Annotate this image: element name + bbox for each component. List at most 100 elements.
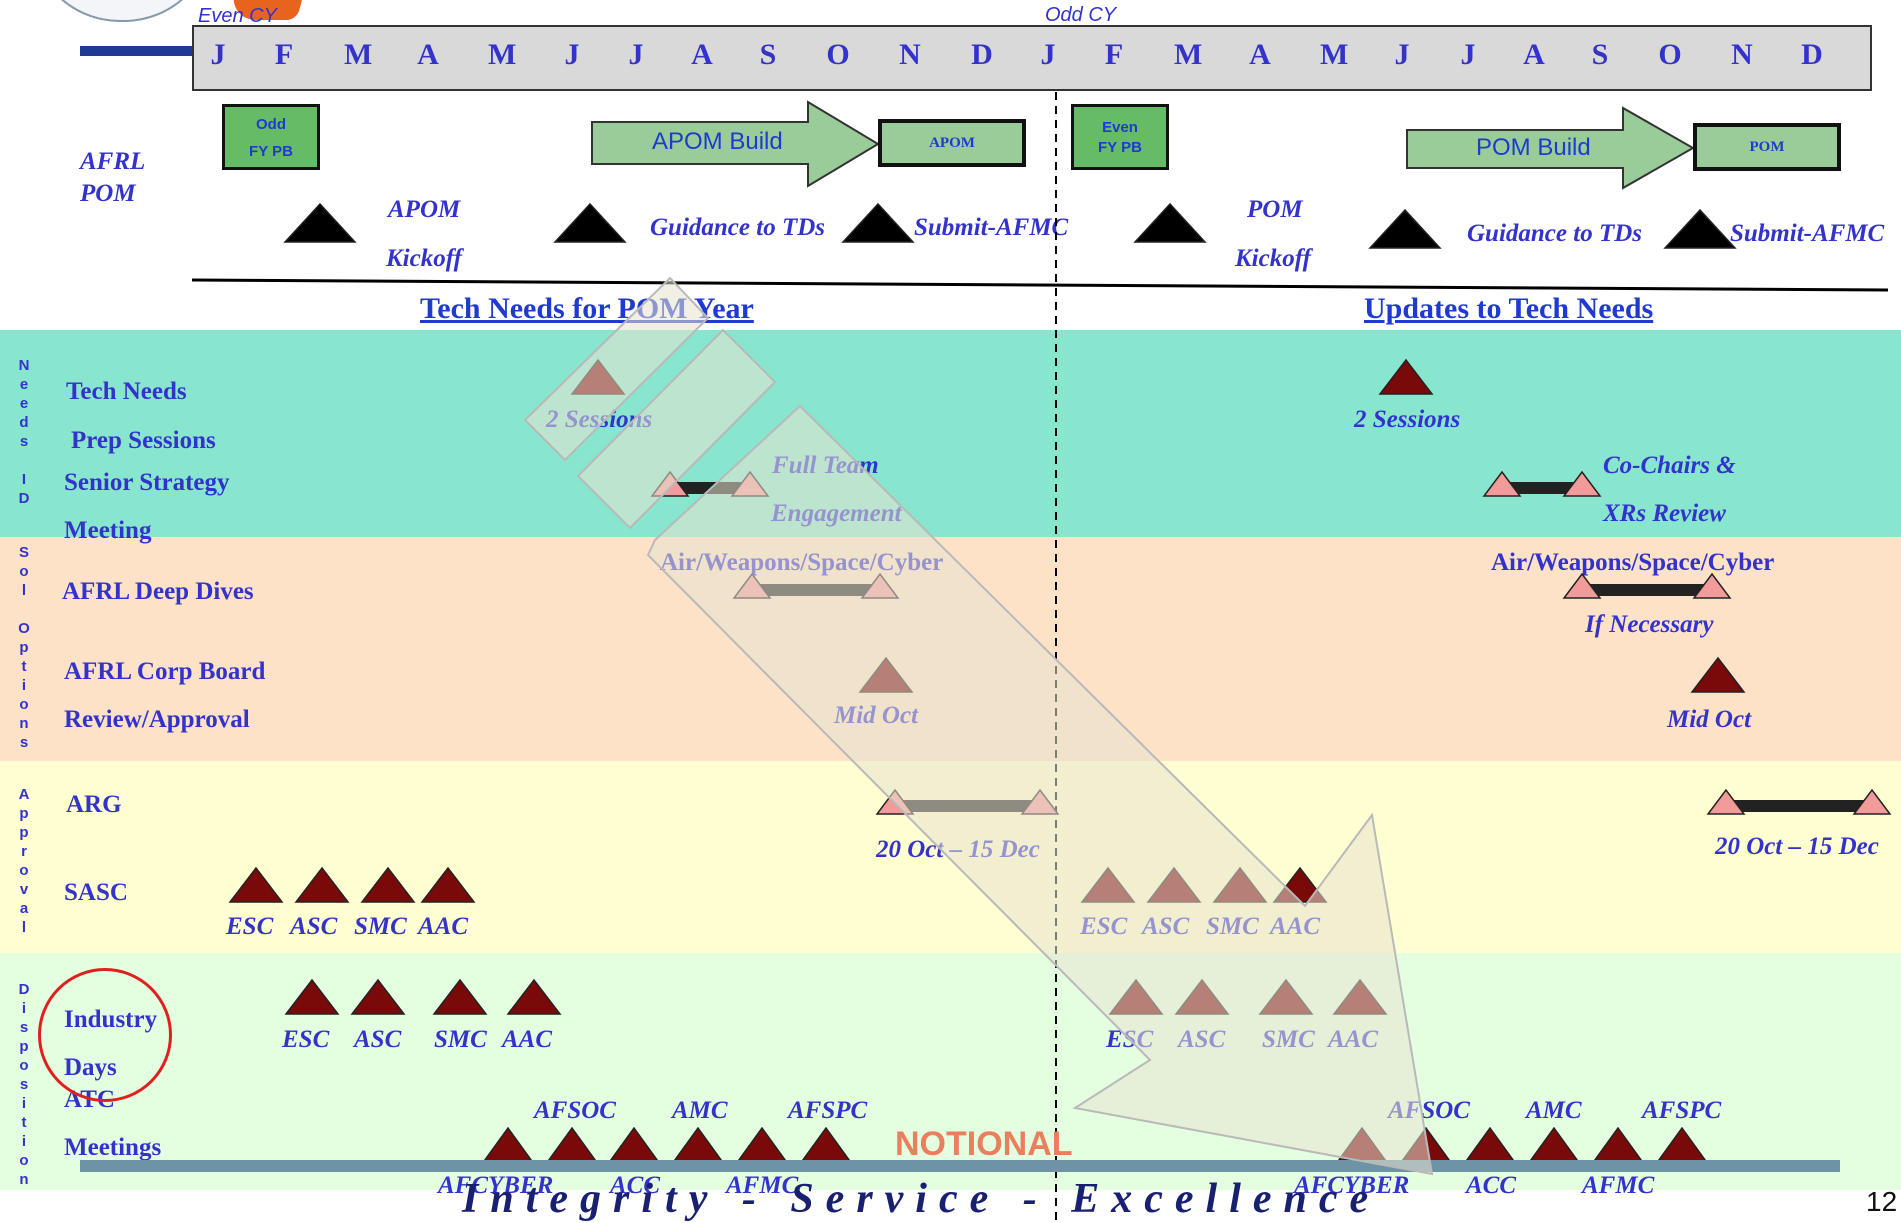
month-label: A bbox=[691, 38, 713, 71]
odd-fy-pb-box: Odd FY PB bbox=[222, 104, 320, 170]
row-senior-strategy: Senior Strategy bbox=[64, 469, 230, 496]
guidance-to-tds-left: Guidance to TDs bbox=[650, 214, 825, 241]
industry-days-triangle bbox=[506, 978, 562, 1015]
sasc-center-label: ASC bbox=[290, 913, 338, 940]
industry-center-label: SMC bbox=[434, 1026, 487, 1053]
industry-days-triangle bbox=[432, 978, 488, 1015]
month-label: D bbox=[971, 38, 993, 71]
industry-days-triangle bbox=[1258, 978, 1314, 1015]
atc-meeting-triangle bbox=[1654, 1126, 1710, 1165]
arg-bar bbox=[1726, 800, 1872, 812]
month-label: M bbox=[1174, 38, 1203, 71]
industry-days-triangle bbox=[284, 978, 340, 1015]
apom-build-label: APOM Build bbox=[652, 128, 783, 155]
month-label: J bbox=[210, 38, 226, 71]
month-label: M bbox=[488, 38, 517, 71]
tech-needs-triangle bbox=[570, 358, 626, 395]
industry-center-label: ASC bbox=[1178, 1026, 1226, 1053]
approval-side-label: A p p r o v a l bbox=[18, 786, 30, 936]
atc-meeting-triangle bbox=[1398, 1126, 1454, 1165]
pom-build-label: POM Build bbox=[1476, 134, 1591, 161]
atc-command-label: AFSPC bbox=[788, 1097, 868, 1124]
pom-box: POM bbox=[1693, 123, 1841, 171]
atc-command-label: AFSOC bbox=[534, 1097, 616, 1124]
month-label: N bbox=[1731, 38, 1753, 71]
milestone-triangle bbox=[1663, 208, 1737, 249]
month-label: M bbox=[1320, 38, 1349, 71]
deep-dives-start bbox=[1562, 572, 1602, 599]
sasc-triangle bbox=[420, 866, 476, 903]
mid-oct-right-note: Mid Oct bbox=[1667, 706, 1752, 733]
if-necessary-note: If Necessary bbox=[1585, 611, 1714, 638]
arg-start bbox=[1706, 788, 1746, 815]
pom-label: POM bbox=[80, 180, 136, 207]
industry-center-label: AAC bbox=[502, 1026, 553, 1053]
milestone-triangle bbox=[283, 202, 357, 243]
sasc-center-label: AAC bbox=[418, 913, 469, 940]
atc-command-label: AFSOC bbox=[1388, 1097, 1470, 1124]
industry-center-label: ASC bbox=[354, 1026, 402, 1053]
header-accent-bar bbox=[80, 46, 192, 56]
atc-meeting-triangle bbox=[670, 1126, 726, 1165]
month-label: J bbox=[564, 38, 580, 71]
arg-bar bbox=[895, 800, 1040, 812]
atc-meeting-triangle bbox=[1334, 1126, 1390, 1165]
updates-tech-needs-heading: Updates to Tech Needs bbox=[1364, 292, 1654, 325]
atc-command-label: ACC bbox=[1466, 1172, 1517, 1199]
atc-command-label: AFCYBER bbox=[438, 1172, 554, 1199]
atc-command-label: AFMC bbox=[1582, 1172, 1655, 1199]
sasc-triangle bbox=[1272, 866, 1328, 903]
even-label: Even bbox=[1102, 119, 1138, 136]
apom-box-label: APOM bbox=[929, 135, 975, 151]
row-prep-sessions: Prep Sessions bbox=[71, 427, 216, 454]
atc-meeting-triangle bbox=[1526, 1126, 1582, 1165]
month-label: N bbox=[899, 38, 921, 71]
sasc-center-label: SMC bbox=[1206, 913, 1259, 940]
atc-meeting-triangle bbox=[480, 1126, 536, 1165]
odd-label: Odd bbox=[256, 116, 286, 133]
row-meeting: Meeting bbox=[64, 517, 152, 544]
atc-meeting-triangle bbox=[1590, 1126, 1646, 1165]
sasc-center-label: ESC bbox=[1080, 913, 1128, 940]
deep-dives-end bbox=[1692, 572, 1732, 599]
deep-dives-bar bbox=[1582, 584, 1712, 596]
xrs-review-note: XRs Review bbox=[1603, 500, 1726, 527]
milestone-triangle bbox=[841, 202, 915, 243]
month-label: F bbox=[274, 38, 294, 71]
month-label: O bbox=[826, 38, 850, 71]
pom-build-arrow bbox=[1406, 106, 1695, 190]
atc-command-label: AFCYBER bbox=[1294, 1172, 1410, 1199]
milestone-triangle bbox=[553, 202, 627, 243]
row-tech-needs: Tech Needs bbox=[66, 378, 187, 405]
industry-days-highlight-circle bbox=[38, 968, 172, 1102]
atc-meeting-triangle bbox=[734, 1126, 790, 1165]
milestone-triangle bbox=[1368, 208, 1442, 249]
sasc-triangle bbox=[294, 866, 350, 903]
submit-afmc-left: Submit-AFMC bbox=[914, 214, 1069, 241]
industry-days-triangle bbox=[350, 978, 406, 1015]
co-chairs-note: Co-Chairs & bbox=[1603, 452, 1736, 479]
apom-kickoff-line1: APOM bbox=[388, 196, 461, 223]
industry-center-label: ESC bbox=[282, 1026, 330, 1053]
even-fy-pb-label: FY PB bbox=[1098, 139, 1142, 156]
sasc-triangle bbox=[1080, 866, 1136, 903]
arg-end bbox=[1852, 788, 1892, 815]
row-deep-dives: AFRL Deep Dives bbox=[62, 578, 254, 605]
sasc-triangle bbox=[228, 866, 284, 903]
bottom-bar bbox=[80, 1160, 1840, 1172]
atc-command-label: AFMC bbox=[726, 1172, 799, 1199]
industry-center-label: SMC bbox=[1262, 1026, 1315, 1053]
odd-fy-pb-label: FY PB bbox=[249, 143, 293, 160]
atc-meeting-triangle bbox=[544, 1126, 600, 1165]
pom-box-label: POM bbox=[1749, 139, 1785, 155]
atc-command-label: AMC bbox=[1526, 1097, 1582, 1124]
senior-strategy-end bbox=[1562, 470, 1602, 497]
month-label: A bbox=[1249, 38, 1271, 71]
atc-meeting-triangle bbox=[606, 1126, 662, 1165]
row-meetings: Meetings bbox=[64, 1134, 162, 1161]
sasc-center-label: SMC bbox=[354, 913, 407, 940]
sol-options-side-label: S o l O p t i o n s bbox=[18, 544, 30, 751]
even-cy-label: Even CY bbox=[198, 5, 277, 27]
corp-board-triangle bbox=[858, 656, 914, 693]
senior-strategy-start bbox=[1482, 470, 1522, 497]
